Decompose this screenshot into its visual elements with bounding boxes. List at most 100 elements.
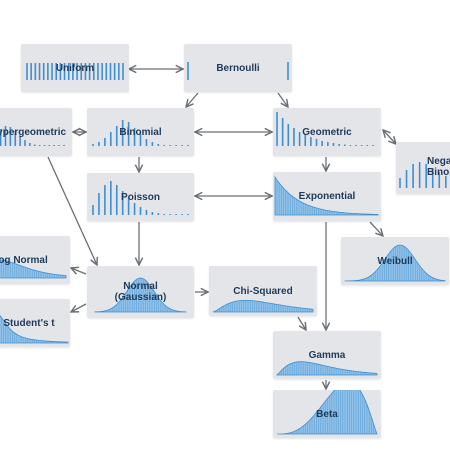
binomial-label: Binomial — [119, 126, 162, 138]
pmf-bar — [321, 141, 323, 146]
pmf-bar — [48, 145, 51, 146]
pmf-bar — [438, 172, 441, 188]
node-negative-binomial: Negative Binomial — [396, 142, 450, 194]
pmf-bar — [372, 145, 374, 146]
log-normal-label: Log Normal — [0, 254, 48, 266]
density-hatch — [276, 179, 377, 215]
pmf-bar — [109, 63, 112, 80]
pmf-bar — [151, 212, 154, 215]
pmf-bar — [26, 63, 28, 80]
density-hatch — [214, 300, 313, 312]
uniform-label: Uniform — [55, 62, 95, 74]
pmf-bar — [101, 63, 103, 80]
pmf-bar — [97, 63, 99, 80]
exponential-label: Exponential — [298, 191, 356, 202]
pmf-bar — [425, 164, 427, 188]
pmf-bar — [169, 145, 171, 146]
pmf-bar — [133, 128, 136, 146]
pmf-bar — [366, 145, 369, 146]
density-hatch — [346, 245, 445, 281]
pmf-bar — [63, 63, 66, 80]
pmf-bar — [412, 164, 414, 188]
node-chi-squared: Chi-Squared — [209, 266, 317, 316]
edge-normal-to-log-normal — [71, 268, 87, 275]
node-log-normal: Log Normal — [0, 236, 70, 284]
negative-binomial-distribution-plot — [399, 162, 447, 188]
students-t-distribution-plot — [0, 315, 69, 344]
pmf-bar — [175, 145, 177, 146]
pmf-bar — [92, 205, 94, 215]
pmf-bar — [121, 191, 124, 215]
edge-chi-squared-to-gamma — [297, 316, 306, 330]
pmf-bar — [105, 63, 108, 80]
beta-distribution-plot — [277, 390, 378, 435]
pmf-bar — [104, 138, 106, 146]
pmf-bar — [88, 63, 91, 80]
pmf-bar — [327, 142, 329, 146]
density-curve — [274, 175, 379, 216]
pmf-bar — [287, 124, 290, 146]
pmf-bar — [92, 63, 95, 80]
pmf-bar — [169, 214, 171, 215]
pmf-bar — [281, 118, 284, 146]
pmf-bar — [163, 145, 166, 146]
pmf-bar — [145, 139, 148, 146]
node-hypergeometric: Hypergeometric — [0, 108, 72, 156]
log-normal-distribution-plot — [0, 259, 67, 279]
pmf-bar — [30, 63, 32, 80]
gamma-distribution-plot — [276, 361, 378, 376]
pmf-bar — [29, 143, 31, 146]
gamma-label: Gamma — [308, 349, 346, 361]
node-uniform: Uniform — [21, 44, 129, 92]
chi-squared-label: Chi-Squared — [233, 285, 293, 297]
pmf-bar — [405, 170, 408, 188]
pmf-bar — [24, 140, 26, 146]
pmf-bar — [418, 162, 421, 188]
pmf-bar — [157, 213, 160, 215]
pmf-bar — [113, 63, 116, 80]
pmf-bar — [187, 145, 189, 146]
weibull-distribution-plot — [344, 244, 446, 282]
node-normal: Normal (Gaussian) — [87, 266, 194, 318]
pmf-bar — [19, 136, 21, 146]
density-hatch — [278, 390, 377, 434]
pmf-bar — [287, 62, 289, 80]
exponential-distribution-plot — [274, 175, 379, 216]
node-gamma: Gamma — [273, 331, 381, 379]
pmf-bar — [315, 139, 318, 146]
beta-label: Beta — [316, 408, 338, 420]
pmf-bar — [115, 185, 118, 215]
bernoulli-label: Bernoulli — [216, 62, 260, 74]
density-hatch — [96, 278, 186, 312]
pmf-bar — [4, 126, 7, 146]
density-hatch — [1, 317, 68, 343]
pmf-bar — [63, 145, 65, 146]
pmf-bar — [115, 126, 118, 146]
weibull-label: Weibull — [377, 255, 413, 267]
edge-exponential-to-weibull — [369, 221, 383, 236]
edge-bernoulli-to-geometric — [277, 92, 288, 107]
negative-binomial-label: Negative Binomial — [427, 156, 450, 178]
pmf-bar — [304, 135, 307, 146]
poisson-label: Poisson — [121, 191, 160, 203]
pmf-bar — [157, 144, 160, 146]
pmf-bar — [38, 145, 41, 146]
pmf-bar — [122, 63, 124, 80]
node-binomial: Binomial — [87, 108, 194, 156]
pmf-bar — [72, 63, 74, 80]
poisson-distribution-plot — [92, 181, 189, 215]
pmf-bar — [33, 144, 36, 146]
pmf-bar — [42, 63, 45, 80]
pmf-bar — [133, 203, 136, 215]
pmf-bar — [145, 210, 148, 215]
normal-distribution-plot — [94, 277, 187, 313]
pmf-bar — [310, 137, 312, 146]
pmf-bar — [187, 62, 189, 80]
density-hatch — [278, 361, 377, 375]
pmf-bar — [9, 127, 12, 146]
density-hatch — [1, 260, 66, 278]
pmf-bar — [34, 63, 37, 80]
pmf-bar — [67, 63, 70, 80]
